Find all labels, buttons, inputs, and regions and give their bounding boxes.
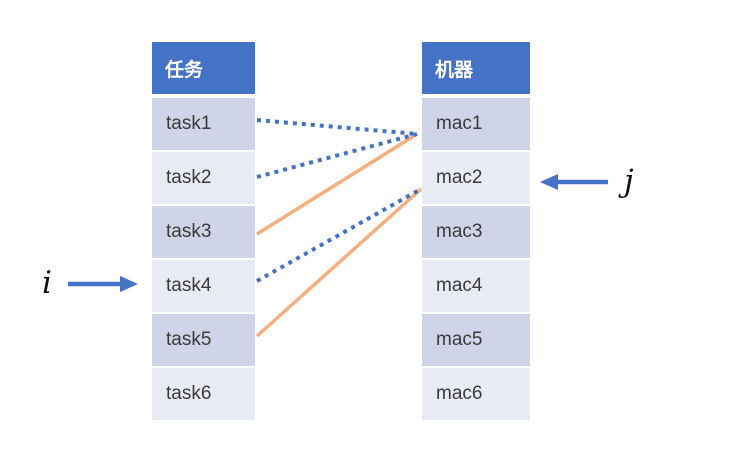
column-index-label: j	[624, 163, 634, 199]
task-row-6: task6	[152, 368, 255, 420]
task-table-header: 任务	[152, 42, 255, 94]
task-row-3: task3	[152, 206, 255, 258]
edge-task5-mac2	[255, 187, 423, 338]
task-row-4: task4	[152, 260, 255, 312]
machine-row-3: mac3	[422, 206, 530, 258]
task-row-5: task5	[152, 314, 255, 366]
machine-row-4: mac4	[422, 260, 530, 312]
i-arrowhead-icon	[120, 276, 138, 292]
machine-row-5: mac5	[422, 314, 530, 366]
machine-table-header: 机器	[422, 42, 530, 94]
edge-task2-mac1	[256, 132, 418, 179]
machine-table: 机器 mac1 mac2 mac3 mac4 mac5 mac6	[422, 42, 530, 422]
i-arrow	[68, 276, 138, 292]
machine-row-6: mac6	[422, 368, 530, 420]
task-row-1: task1	[152, 98, 255, 150]
edge-task1-mac1	[256, 118, 418, 136]
task-row-2: task2	[152, 152, 255, 204]
machine-row-2: mac2	[422, 152, 530, 204]
edge-task4-mac2	[256, 187, 422, 283]
j-arrowhead-icon	[540, 174, 558, 190]
task-table: 任务 task1 task2 task3 task4 task5 task6	[152, 42, 255, 422]
row-index-label: i	[42, 265, 52, 301]
j-arrow	[540, 174, 608, 190]
machine-row-1: mac1	[422, 98, 530, 150]
edge-task3-mac1	[256, 132, 418, 236]
